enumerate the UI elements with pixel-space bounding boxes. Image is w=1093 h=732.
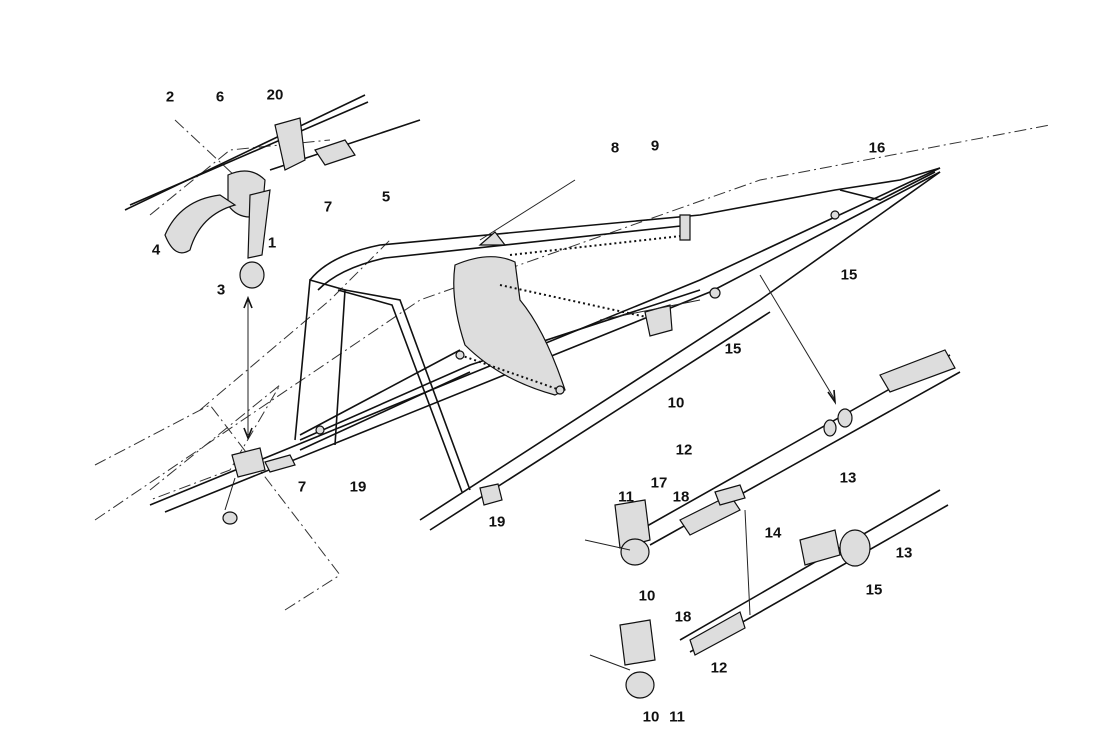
callout-label: 15 (840, 266, 858, 284)
callout-label: 13 (895, 544, 913, 562)
callout-label: 9 (650, 137, 660, 155)
callout-label: 6 (215, 88, 225, 106)
leader-arrow (759, 274, 836, 401)
callout-label: 12 (675, 441, 693, 459)
callout-label: 18 (672, 488, 690, 506)
callout-label: 8 (610, 139, 620, 157)
callout-label: 10 (642, 708, 660, 726)
callout-label: 11 (618, 488, 634, 506)
callout-label: 5 (381, 188, 391, 206)
lower-pedal-detail (222, 447, 296, 525)
callout-label: 17 (650, 474, 668, 492)
callout-label: 19 (349, 478, 367, 496)
callout-label: 7 (297, 478, 307, 496)
callout-label: 7 (323, 198, 333, 216)
callout-label: 4 (151, 241, 161, 259)
exploded-tube-upper (584, 349, 961, 566)
callout-label: 10 (667, 394, 685, 412)
callout-label: 3 (216, 281, 226, 299)
callout-label: 20 (266, 86, 284, 104)
callout-label: 15 (865, 581, 883, 599)
exploded-tube-lower (589, 489, 949, 699)
callout-label: 19 (488, 513, 506, 531)
callout-label: 10 (638, 587, 656, 605)
pedal-assembly (124, 94, 421, 441)
callout-label: 11 (669, 708, 685, 726)
callout-label: 14 (764, 524, 782, 542)
callout-label: 18 (674, 608, 692, 626)
callout-label: 13 (839, 469, 857, 487)
callout-label: 15 (724, 340, 742, 358)
fuselage-frame (149, 167, 941, 531)
callout-label: 2 (165, 88, 175, 106)
callout-label: 12 (710, 659, 728, 677)
callout-label: 1 (267, 234, 277, 252)
callout-label: 16 (868, 139, 886, 157)
